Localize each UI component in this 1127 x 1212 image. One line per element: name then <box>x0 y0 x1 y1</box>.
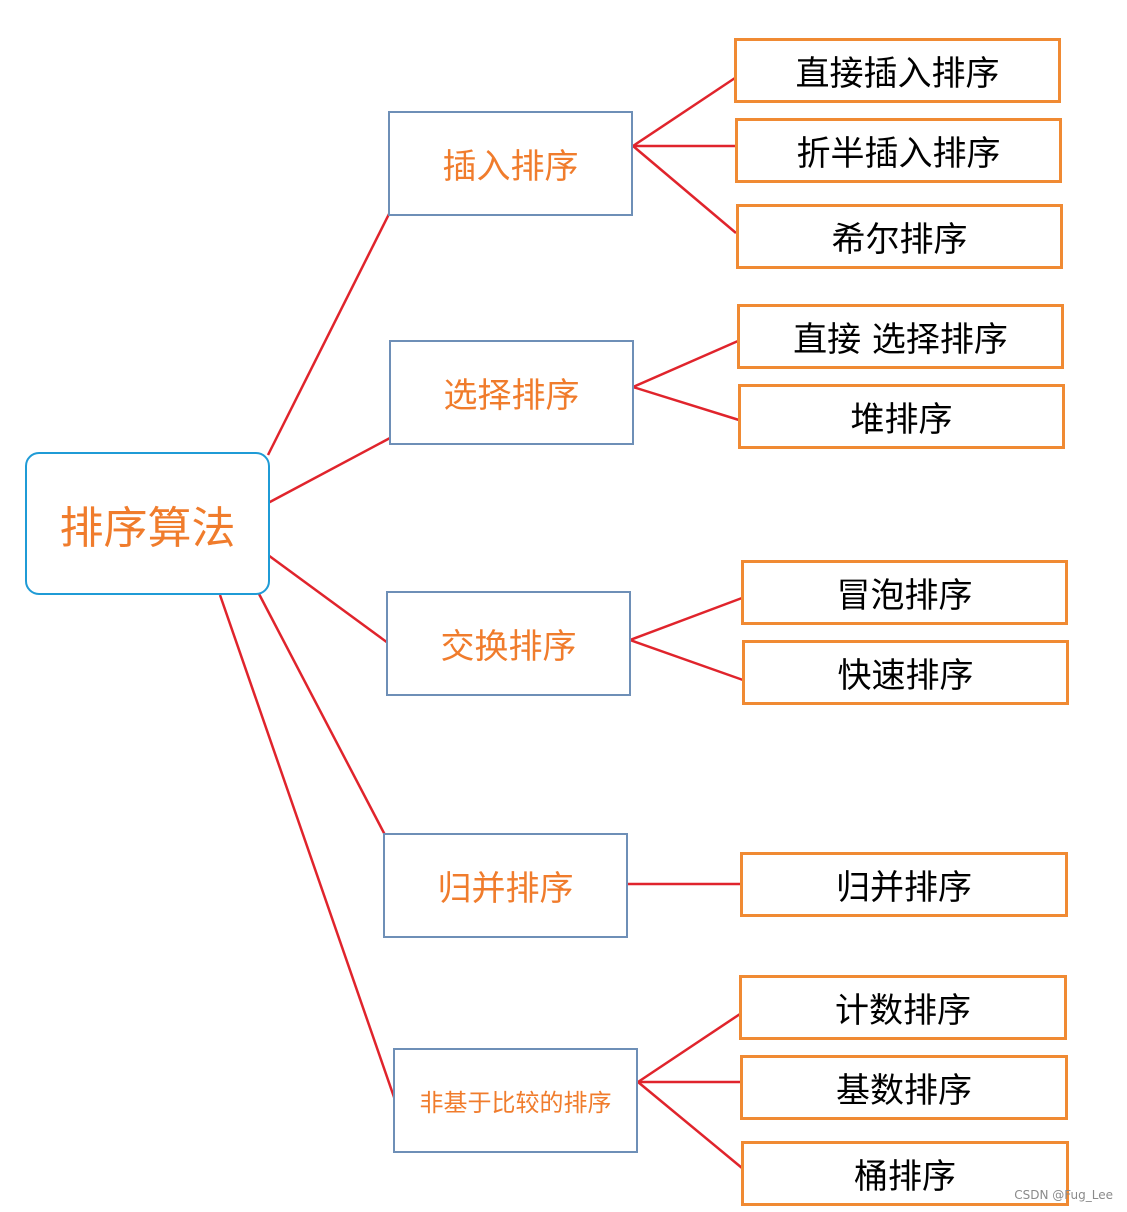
leaf-label: 冒泡排序 <box>836 576 973 616</box>
leaf-label: 计数排序 <box>835 991 971 1031</box>
category-insertion-sort: 插入排序 <box>388 111 633 216</box>
leaf-label: 堆排序 <box>850 400 953 440</box>
connector-root-to-noncomparison <box>218 594 397 1101</box>
leaf-label: 折半插入排序 <box>796 134 1001 174</box>
leaf-label: 希尔排序 <box>831 220 968 260</box>
leaf-straight-selection-sort: 直接 选择排序 <box>737 304 1064 369</box>
leaf-merge-sort: 归并排序 <box>740 852 1068 917</box>
connector-selection-to-heap <box>632 385 740 422</box>
category-label: 非基于比较的排序 <box>419 1089 612 1117</box>
connector-insertion-to-direct <box>632 76 736 148</box>
category-label: 选择排序 <box>443 376 580 416</box>
category-non-comparison-sort: 非基于比较的排序 <box>393 1048 638 1153</box>
leaf-binary-insertion-sort: 折半插入排序 <box>735 118 1062 183</box>
connector-root-to-exchange <box>267 553 389 645</box>
connector-root-to-selection <box>267 436 391 505</box>
connector-exchange-to-quick <box>629 638 744 682</box>
leaf-label: 桶排序 <box>854 1157 956 1197</box>
watermark: CSDN @Fug_Lee <box>1014 1188 1113 1202</box>
connector-selection-to-direct <box>632 339 739 389</box>
category-selection-sort: 选择排序 <box>389 340 634 445</box>
category-label: 插入排序 <box>442 147 579 187</box>
leaf-label: 基数排序 <box>836 1071 972 1111</box>
category-label: 交换排序 <box>440 627 577 667</box>
leaf-bubble-sort: 冒泡排序 <box>741 560 1068 625</box>
connector-noncomp-to-counting <box>637 1012 741 1084</box>
root-node: 排序算法 <box>25 452 270 595</box>
leaf-shell-sort: 希尔排序 <box>736 204 1063 269</box>
category-exchange-sort: 交换排序 <box>386 591 631 696</box>
leaf-straight-insertion-sort: 直接插入排序 <box>734 38 1061 103</box>
connector-root-to-insertion <box>266 211 392 456</box>
leaf-radix-sort: 基数排序 <box>740 1055 1068 1120</box>
connector-noncomp-to-bucket <box>637 1081 743 1169</box>
root-label: 排序算法 <box>59 502 236 554</box>
leaf-label: 直接 选择排序 <box>793 320 1008 360</box>
connector-insertion-to-shell <box>632 145 737 234</box>
category-merge-sort: 归并排序 <box>383 833 628 938</box>
leaf-heap-sort: 堆排序 <box>738 384 1065 449</box>
category-label: 归并排序 <box>437 869 574 909</box>
leaf-bucket-sort: 桶排序 <box>741 1141 1069 1206</box>
leaf-counting-sort: 计数排序 <box>739 975 1067 1040</box>
leaf-label: 直接插入排序 <box>795 54 1000 94</box>
leaf-quick-sort: 快速排序 <box>742 640 1069 705</box>
leaf-label: 归并排序 <box>836 868 972 908</box>
leaf-label: 快速排序 <box>837 656 974 696</box>
connector-root-to-merge <box>256 591 387 836</box>
connector-exchange-to-bubble <box>629 596 743 642</box>
